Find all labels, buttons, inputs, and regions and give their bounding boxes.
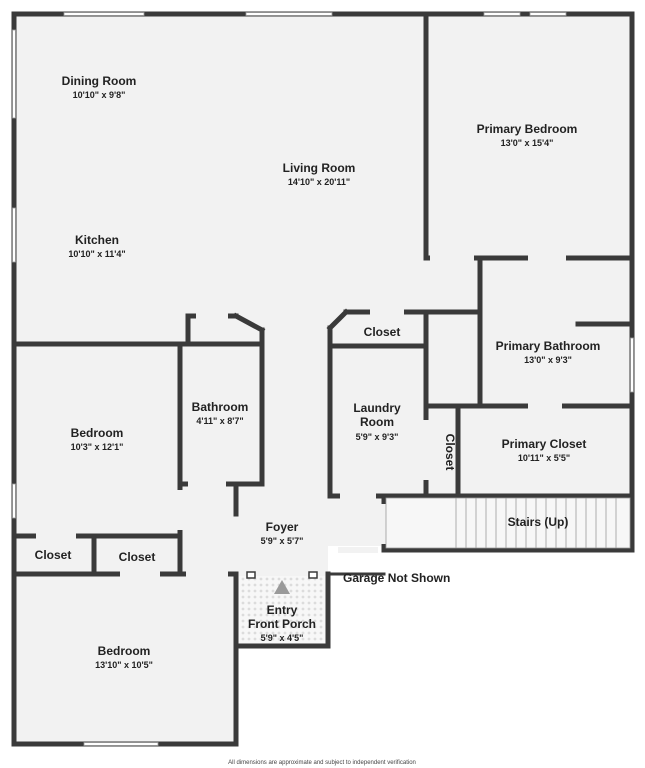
laundry-room-dims: 5'9" x 9'3" — [356, 432, 399, 442]
window-outlines — [12, 12, 634, 746]
entry-arrow-icon — [274, 580, 290, 594]
primary-closet-dims: 10'11" x 5'5" — [518, 453, 570, 463]
porch-post-right — [308, 571, 318, 579]
primary-bathroom-dims: 13'0" x 9'3" — [524, 355, 572, 365]
entry-porch-dims: 5'9" x 4'5" — [261, 633, 304, 643]
dimensions-disclaimer: All dimensions are approximate and subje… — [228, 760, 416, 766]
dining-room-name: Dining Room — [62, 74, 137, 88]
kitchen-dims: 10'10" x 11'4" — [68, 249, 125, 259]
closet-upper-name: Closet — [364, 325, 401, 339]
bedroom-bottom-floor — [14, 546, 236, 744]
primary-closet-name: Primary Closet — [502, 437, 587, 451]
bathroom-dims: 4'11" x 8'7" — [196, 416, 243, 426]
windows — [12, 12, 634, 746]
living-room-dims: 14'10" x 20'11" — [288, 177, 350, 187]
doorways — [36, 255, 566, 577]
bedroom-bottom-dims: 13'10" x 10'5" — [95, 660, 153, 670]
closet-vertical-name: Closet — [443, 434, 457, 471]
laundry-room-name-line2: Room — [360, 415, 394, 429]
stairs-label: Stairs (Up) — [508, 515, 569, 529]
porch-post-left — [246, 571, 256, 579]
kitchen-name: Kitchen — [75, 233, 119, 247]
room-labels: Dining Room 10'10" x 9'8" Living Room 14… — [35, 74, 601, 670]
primary-bedroom-dims: 13'0" x 15'4" — [501, 138, 554, 148]
bathroom-name: Bathroom — [192, 400, 249, 414]
foyer-name: Foyer — [266, 520, 299, 534]
primary-bathroom-name: Primary Bathroom — [496, 339, 601, 353]
closet-mid-name: Closet — [119, 550, 156, 564]
dining-room-dims: 10'10" x 9'8" — [73, 90, 126, 100]
bedroom-bottom-name: Bedroom — [98, 644, 151, 658]
bedroom-left-name: Bedroom — [71, 426, 124, 440]
living-room-name: Living Room — [283, 161, 356, 175]
floor-areas — [14, 14, 632, 744]
garage-not-shown-note: Garage Not Shown — [343, 571, 450, 585]
foyer-dims: 5'9" x 5'7" — [261, 536, 304, 546]
stairs — [385, 497, 631, 549]
laundry-room-name-line1: Laundry — [353, 401, 401, 415]
main-floor-area — [14, 14, 632, 546]
entry-porch-name-line2: Front Porch — [248, 617, 316, 631]
closet-left-name: Closet — [35, 548, 72, 562]
bedroom-left-dims: 10'3" x 12'1" — [71, 442, 124, 452]
primary-bedroom-name: Primary Bedroom — [477, 122, 578, 136]
entry-porch-name-line1: Entry — [267, 603, 298, 617]
